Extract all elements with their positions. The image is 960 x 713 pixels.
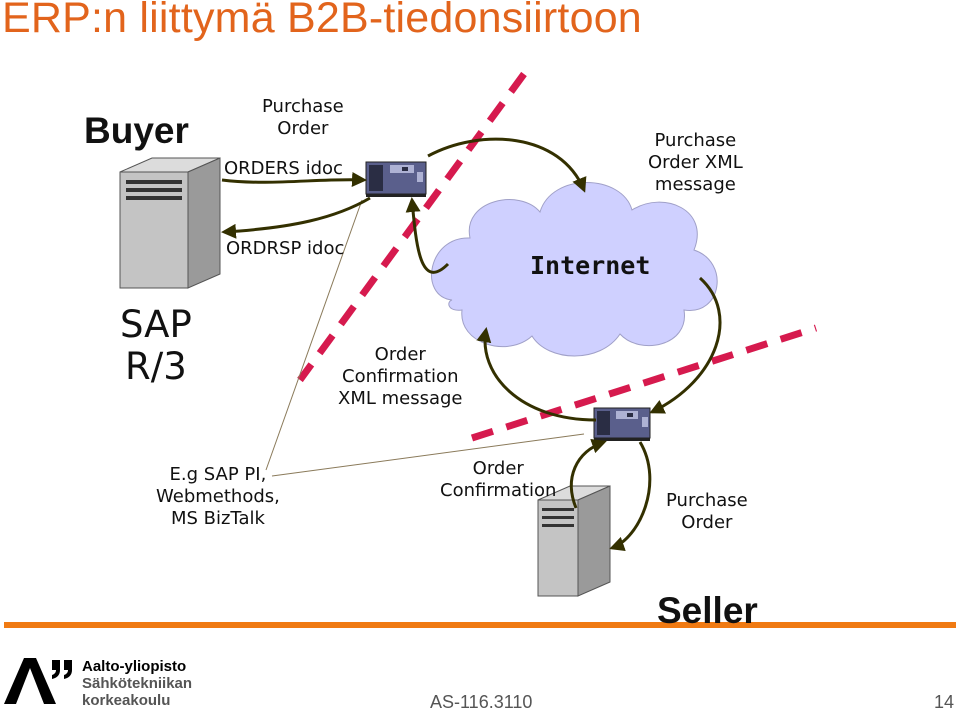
university-name: Aalto-yliopisto Sähkötekniikan korkeakou… [82, 658, 192, 709]
buyer-label: Buyer [84, 110, 189, 151]
arrow-order-confirmation [569, 438, 607, 509]
middleware-line-1: E.g SAP PI, [169, 464, 267, 485]
middleware-label: E.g SAP PI, Webmethods, MS BizTalk [156, 464, 280, 530]
middleware-pointer-line-2 [271, 433, 585, 477]
buyer-middleware-icon [365, 161, 427, 197]
course-code: AS-116.3110 [430, 692, 533, 712]
internet-label: Internet [530, 251, 651, 280]
logo-line-2: Sähkötekniikan [82, 675, 193, 692]
arrow-seller-to-internet [476, 327, 597, 422]
middleware-pointer-line [265, 199, 363, 471]
po-xml-line-2: Order XML [648, 152, 743, 173]
order-confirmation-line-2: Confirmation [440, 480, 557, 501]
arrow-ordrsp-idoc [221, 196, 371, 239]
po-xml-line-1: Purchase [654, 130, 737, 151]
po-xml-line-3: message [654, 174, 736, 195]
sap-server-icon [119, 157, 221, 289]
oc-xml-line-3: XML message [338, 388, 463, 409]
arrow-orders-idoc [221, 171, 367, 187]
seller-label: Seller [657, 590, 758, 631]
sap-label-line-1: SAP [120, 303, 192, 346]
logo-line-1: Aalto-yliopisto [82, 658, 187, 675]
aalto-logo-icon [4, 658, 72, 704]
ordrsp-idoc-label: ORDRSP idoc [226, 238, 345, 259]
purchase-order-bottom-line-2: Order [681, 512, 733, 533]
oc-xml-line-2: Confirmation [342, 366, 459, 387]
order-confirmation-label: Order Confirmation [440, 458, 556, 502]
middleware-line-2: Webmethods, [156, 486, 280, 507]
firewall-line-seller [470, 324, 818, 442]
purchase-order-bottom-line-1: Purchase [666, 490, 748, 511]
arrow-internet-to-seller [649, 276, 722, 414]
footer-bar [4, 622, 956, 628]
po-xml-message-label: Purchase Order XML message [648, 130, 743, 196]
oc-xml-line-1: Order [374, 344, 426, 365]
firewall-line-buyer [297, 71, 527, 383]
orders-idoc-label: ORDERS idoc [224, 158, 343, 179]
page-number: 14 [934, 692, 955, 712]
arrow-internet-to-buyer [405, 197, 450, 274]
internet-cloud [431, 182, 718, 357]
sap-r3-label: SAP R/3 [120, 304, 192, 388]
purchase-order-bottom-label: Purchase Order [666, 490, 748, 534]
middleware-line-3: MS BizTalk [170, 508, 265, 529]
arrow-po-to-internet [427, 137, 587, 193]
seller-server-icon [537, 485, 611, 597]
purchase-order-line-1: Purchase [262, 96, 344, 117]
sap-label-line-2: R/3 [125, 345, 187, 388]
purchase-order-line-2: Order [277, 118, 329, 139]
order-confirmation-line-1: Order [472, 458, 524, 479]
arrow-purchase-order-bottom [609, 441, 652, 552]
page-title: ERP:n liittymä B2B-tiedonsiirtoon [2, 0, 642, 42]
seller-gateway-icon [593, 407, 651, 441]
oc-xml-message-label: Order Confirmation XML message [338, 344, 463, 410]
purchase-order-label: Purchase Order [262, 96, 344, 140]
logo-line-3: korkeakoulu [82, 692, 171, 709]
